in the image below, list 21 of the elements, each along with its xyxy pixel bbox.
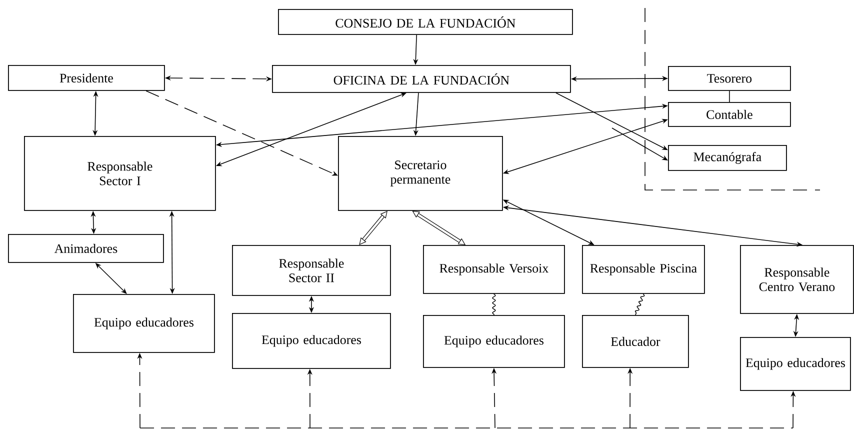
org-box: Equipo educadores (423, 315, 565, 368)
squiggle-line (492, 293, 496, 316)
org-box: Tesorero (668, 66, 791, 91)
org-box: Equipo educadores (740, 337, 851, 391)
org-box: Equipo educadores (232, 313, 391, 369)
org-box: Responsable Sector I (24, 136, 216, 211)
org-box: Contable (668, 102, 791, 127)
org-box: Educador (582, 315, 689, 368)
squiggle-line (634, 293, 645, 316)
org-box: Responsable Piscina (582, 245, 705, 294)
org-box: Animadores (8, 234, 164, 263)
org-box: Responsable Centro Verano (740, 245, 854, 314)
org-box: Mecanógrafa (668, 145, 787, 171)
org-box: Presidente (8, 65, 165, 91)
org-box: Responsable Versoix (423, 245, 565, 294)
org-box: OFICINA DE LA FUNDACIÓN (272, 65, 571, 93)
org-box: CONSEJO DE LA FUNDACIÓN (278, 9, 573, 35)
org-box: Secretario permanente (338, 136, 503, 211)
org-box: Responsable Sector II (232, 245, 391, 296)
org-box: Equipo educadores (73, 294, 215, 353)
connector-line (729, 90, 730, 102)
